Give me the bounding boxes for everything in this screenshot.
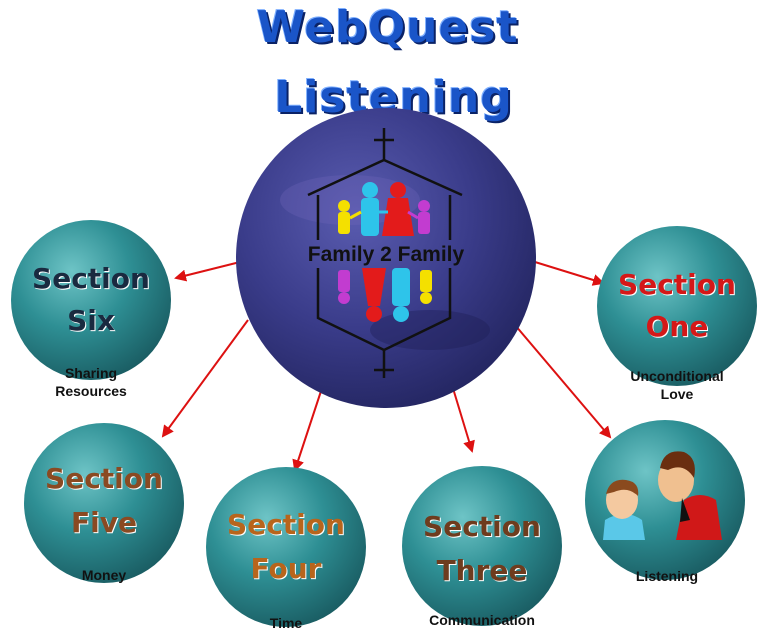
section-one-title-line-1: Section xyxy=(618,268,736,301)
section-five-caption-1: Money xyxy=(81,567,127,583)
section-three-caption-1: Communication xyxy=(429,612,535,628)
section-four-node[interactable] xyxy=(206,467,366,627)
section-six-title-line-1: Section xyxy=(32,262,150,295)
arrow-to-section-three xyxy=(451,384,475,453)
section-three-title-line-2: Three xyxy=(436,554,528,587)
section-five-node[interactable] xyxy=(24,423,184,583)
section-four-title-line-1: Section xyxy=(227,508,345,541)
hub-family-2-family[interactable] xyxy=(236,108,536,408)
section-five-title-line-2: Five xyxy=(71,506,137,539)
section-two-node[interactable] xyxy=(585,420,745,580)
section-six-node[interactable] xyxy=(11,220,171,380)
arrow-to-section-six xyxy=(174,261,241,282)
reflected-family-figures-icon xyxy=(338,268,432,322)
section-one-title-line-2: One xyxy=(645,310,709,343)
arrow-to-section-one xyxy=(534,261,605,286)
arrow-to-section-five xyxy=(161,319,249,438)
arrow-to-section-two xyxy=(514,324,612,439)
section-four-title-line-2: Four xyxy=(250,552,322,585)
family-figures-icon xyxy=(338,182,430,236)
section-two-caption-1: Listening xyxy=(635,568,699,584)
title-line-1: WebQuest xyxy=(256,2,519,53)
man-talking-icon xyxy=(658,451,722,540)
hub-label: Family 2 Family xyxy=(307,243,465,266)
section-one-node[interactable] xyxy=(597,226,757,386)
section-four-caption-1: Time xyxy=(269,615,303,631)
section-five-title-line-1: Section xyxy=(45,462,163,495)
section-three-title-line-1: Section xyxy=(423,510,541,543)
section-one-caption-1: Unconditional xyxy=(630,368,724,384)
boy-listening-icon xyxy=(603,479,645,540)
connector-arrows xyxy=(161,261,612,472)
section-six-title-line-2: Six xyxy=(67,304,115,337)
church-outline-icon xyxy=(307,128,463,378)
section-three-node[interactable] xyxy=(402,466,562,626)
section-six-caption-2: Resources xyxy=(55,383,127,399)
section-six-caption-1: Sharing xyxy=(64,365,118,381)
section-one-caption-2: Love xyxy=(660,386,694,402)
arrow-to-section-four xyxy=(292,384,324,472)
